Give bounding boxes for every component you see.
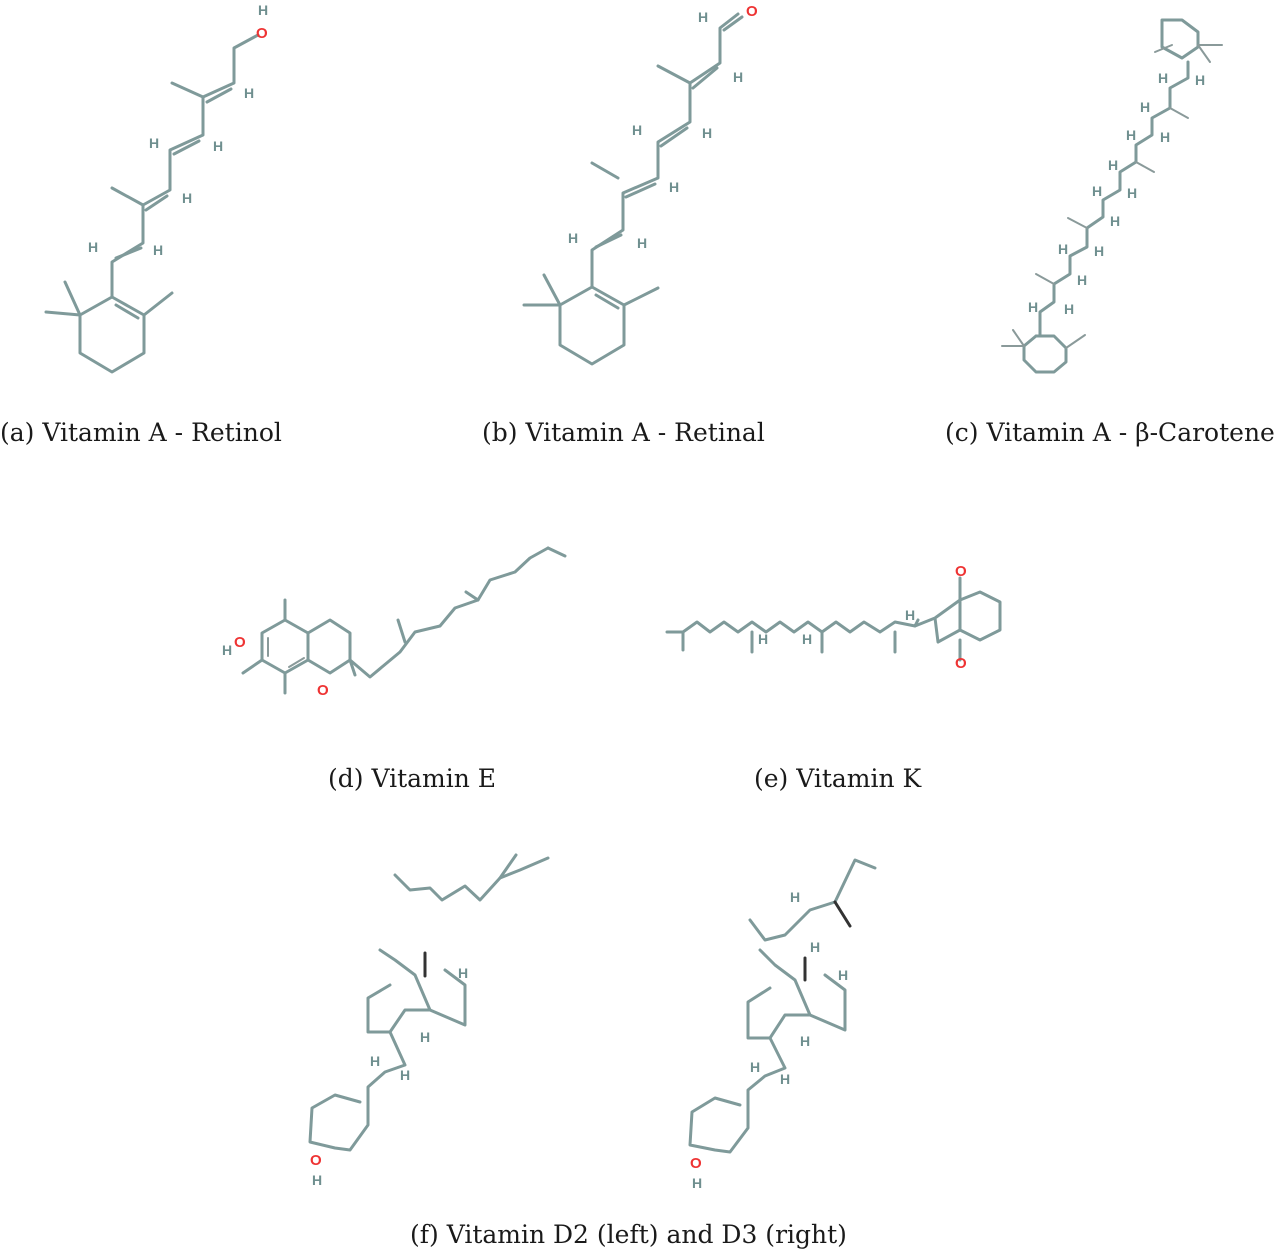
panel-a-retinol: H H H H H H O H (a) Vitamin A - Retinol xyxy=(0,0,320,447)
oxygen-atom: O xyxy=(317,682,329,699)
h-atom: H xyxy=(88,239,98,255)
svg-text:H: H xyxy=(1094,243,1104,259)
panel-f-vitamin-d: H H H H O H H H H H H H O H (f) Vitamin … xyxy=(290,840,1010,1258)
h-atom: H xyxy=(370,1053,380,1069)
h-atom: H xyxy=(244,85,254,101)
h-atom: H xyxy=(153,242,163,258)
h-atom: H xyxy=(258,2,268,18)
h-atom: H xyxy=(838,967,848,983)
vitamin-e-structure: O H O xyxy=(222,546,567,699)
caption-c: (c) Vitamin A - β-Carotene xyxy=(945,418,1275,447)
retinol-structure: H H H H H H O H xyxy=(44,2,268,374)
vitamin-d3-structure: H H H H H H O H xyxy=(688,858,877,1191)
retinal-structure: H H H H H H H O xyxy=(522,3,758,366)
oxygen-atom: O xyxy=(690,1155,702,1172)
svg-text:H: H xyxy=(1108,157,1118,173)
h-atom: H xyxy=(400,1067,410,1083)
h-atom: H xyxy=(790,889,800,905)
h-atom: H xyxy=(810,939,820,955)
svg-text:H: H xyxy=(1028,299,1038,315)
h-atom: H xyxy=(905,607,915,623)
panel-e-vitamin-k: O O H H H (e) Vitamin K xyxy=(650,560,1050,820)
svg-text:H: H xyxy=(1140,99,1150,115)
caption-b: (b) Vitamin A - Retinal xyxy=(482,418,765,447)
h-atom: H xyxy=(458,965,468,981)
caption-f: (f) Vitamin D2 (left) and D3 (right) xyxy=(410,1220,847,1249)
oxygen-atom: O xyxy=(955,655,967,672)
oxygen-atom: O xyxy=(955,563,967,580)
h-atom: H xyxy=(312,1172,322,1188)
h-atom: H xyxy=(669,179,679,195)
h-atom: H xyxy=(568,230,578,246)
h-atom: H xyxy=(632,122,642,138)
h-atom: H xyxy=(222,642,232,658)
caption-a: (a) Vitamin A - Retinol xyxy=(0,418,282,447)
caption-e: (e) Vitamin K xyxy=(754,764,922,793)
oxygen-atom: O xyxy=(234,634,246,651)
h-atom: H xyxy=(733,69,743,85)
h-atom: H xyxy=(800,1033,810,1049)
h-atom: H xyxy=(780,1071,790,1087)
vitamin-k-structure: O O H H H xyxy=(665,563,1002,672)
svg-text:H: H xyxy=(1064,301,1074,317)
svg-text:H: H xyxy=(1092,183,1102,199)
oxygen-atom: O xyxy=(256,25,268,42)
panel-d-vitamin-e: O H O (d) Vitamin E xyxy=(210,530,610,810)
panel-b-retinal: H H H H H H H O (b) Vitamin A - Retinal xyxy=(480,0,800,447)
svg-text:H: H xyxy=(1077,272,1087,288)
h-atom: H xyxy=(149,135,159,151)
h-atom: H xyxy=(213,138,223,154)
svg-text:H: H xyxy=(1158,70,1168,86)
svg-text:H: H xyxy=(1127,185,1137,201)
svg-text:H: H xyxy=(1126,127,1136,143)
h-atom: H xyxy=(750,1059,760,1075)
vitamin-d2-structure: H H H H O H xyxy=(308,853,550,1188)
oxygen-atom: O xyxy=(310,1152,322,1169)
svg-text:H: H xyxy=(1195,72,1205,88)
oxygen-atom: O xyxy=(746,3,758,20)
h-atom: H xyxy=(420,1029,430,1045)
svg-text:H: H xyxy=(1058,241,1068,257)
svg-text:H: H xyxy=(1110,213,1120,229)
h-atom: H xyxy=(702,125,712,141)
h-atom: H xyxy=(802,631,812,647)
svg-text:H: H xyxy=(1160,129,1170,145)
h-atom: H xyxy=(698,9,708,25)
caption-d: (d) Vitamin E xyxy=(328,764,497,793)
h-atom: H xyxy=(692,1175,702,1191)
h-atom: H xyxy=(758,631,768,647)
h-atom: H xyxy=(637,235,647,251)
h-atom: H xyxy=(182,190,192,206)
